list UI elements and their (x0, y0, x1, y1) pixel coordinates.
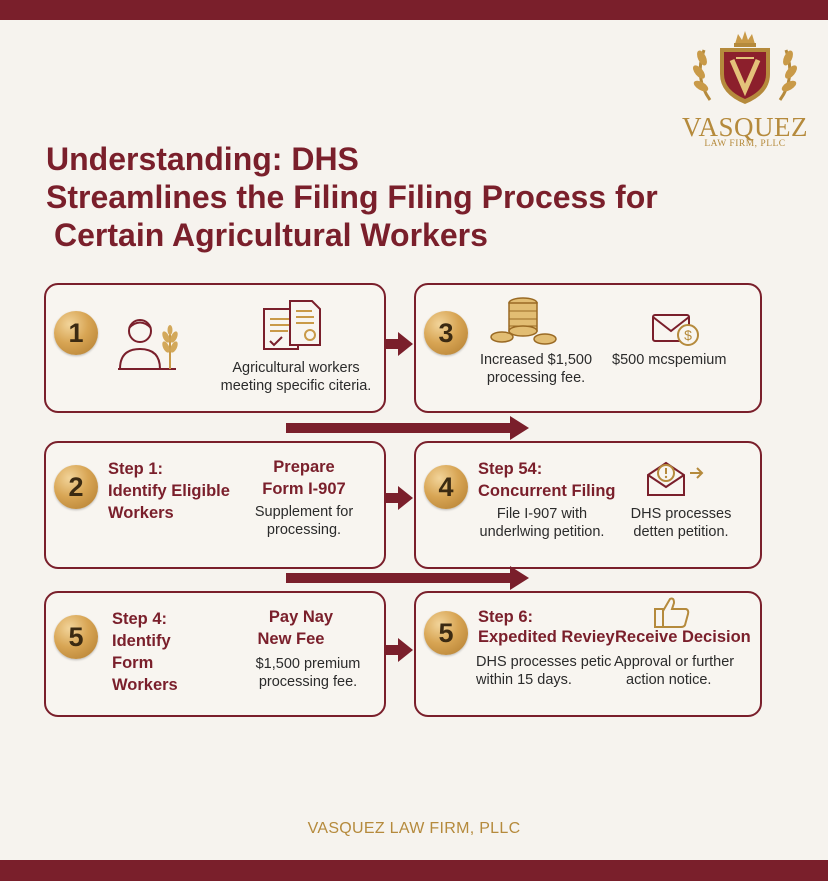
title-line-3: Certain Agricultural Workers (54, 217, 488, 253)
card-4: 4 Step 54: Concurrent Filing File I-907 … (414, 441, 762, 569)
arrow-right-icon (386, 332, 413, 356)
thumbs-up-icon (654, 597, 690, 628)
card-4-text-3: DHS processes (630, 506, 732, 522)
card-1-text-2: meeting specific citeria. (220, 378, 372, 394)
card-2-heading-5: Form I-907 (262, 480, 346, 498)
svg-text:$: $ (684, 327, 692, 343)
documents-icon (263, 300, 321, 350)
step-number-badge: 5 (54, 615, 98, 659)
card-5: 5 Step 4: Identify Form Workers Pay Nay … (44, 591, 386, 717)
card-3-text-3: $500 mcspemium (612, 352, 727, 368)
card-5-text-2: processing fee. (258, 674, 358, 690)
card-2-heading-1: Step 1: (108, 460, 164, 478)
step-number-badge: 1 (54, 311, 98, 355)
card-5-heading-2: Identify (112, 632, 171, 650)
crest-icon (693, 31, 797, 104)
card-4-text-4: detten petition. (633, 524, 729, 540)
card-6: 5 Step 6: Expedited Reviey Receive Decis… (414, 591, 762, 717)
arrow-right-icon (386, 638, 413, 662)
card-6-heading-3: Receive Decision (615, 628, 751, 646)
farmer-icon (118, 319, 176, 370)
card-4-text-2: underlwing petition. (479, 524, 605, 540)
card-5-heading-5: Pay Nay (268, 608, 334, 626)
card-3-text-1: Increased $1,500 (479, 352, 593, 368)
card-5-heading-6: New Fee (257, 630, 325, 648)
step-number-badge: 3 (424, 311, 468, 355)
card-5-heading-3: Form (112, 654, 154, 672)
step-number-badge: 2 (54, 465, 98, 509)
card-5-heading-4: Workers (112, 676, 178, 694)
card-5-text-1: $1,500 premium (255, 656, 361, 672)
card-1: 1 Agricultural workers meeting specific … (44, 283, 386, 413)
card-3-text-2: processing fee. (486, 370, 586, 386)
title-line-2: Streamlines the Filing Filing Process fo… (46, 179, 658, 215)
bottom-band (0, 860, 828, 881)
card-6-text-2: within 15 days. (476, 672, 572, 688)
arrow-right-icon (386, 486, 413, 510)
card-5-heading-1: Step 4: (112, 610, 168, 628)
card-1-text-1: Agricultural workers (232, 360, 360, 376)
step-number-badge: 4 (424, 465, 468, 509)
logo-name: VASQUEZ (681, 112, 808, 142)
wheat-icon (162, 325, 178, 369)
card-6-heading-2: Expedited Reviey (478, 628, 615, 646)
card-4-heading-1: Step 54: (478, 460, 543, 478)
footer-firm-name: VASQUEZ LAW FIRM, PLLC (307, 820, 521, 837)
alert-envelope-icon (647, 461, 704, 496)
firm-logo: VASQUEZ LAW FIRM, PLLC (680, 28, 810, 153)
arrow-right-icon (286, 416, 529, 440)
top-band (0, 0, 828, 20)
card-6-text-1: DHS processes petic (476, 654, 612, 670)
title-line-1: Understanding: DHS (46, 141, 359, 177)
card-4-heading-2: Concurrent Filing (478, 482, 616, 500)
card-6-text-3: Approval or further (614, 654, 735, 670)
card-3: 3 $ Increased $1,500 processing fee. $50… (414, 283, 762, 413)
arrow-right-icon (286, 566, 529, 590)
card-2-heading-4: Prepare (273, 458, 335, 476)
card-2: 2 Step 1: Identify Eligible Workers Prep… (44, 441, 386, 569)
card-2-text-1: Supplement for (254, 504, 354, 520)
page-title: Understanding: DHS Streamlines the Filin… (46, 140, 686, 254)
card-6-heading-1: Step 6: (478, 608, 534, 626)
card-2-text-2: processing. (266, 522, 342, 538)
card-2-heading-3: Workers (108, 504, 174, 522)
card-2-heading-2: Identify Eligible (108, 482, 230, 500)
fee-envelope-icon: $ (652, 314, 699, 346)
card-4-text-1: File I-907 with (496, 506, 588, 522)
logo-subtitle: LAW FIRM, PLLC (704, 139, 786, 149)
card-6-text-4: action notice. (626, 672, 712, 688)
coins-icon (490, 297, 557, 345)
step-number-badge: 5 (424, 611, 468, 655)
